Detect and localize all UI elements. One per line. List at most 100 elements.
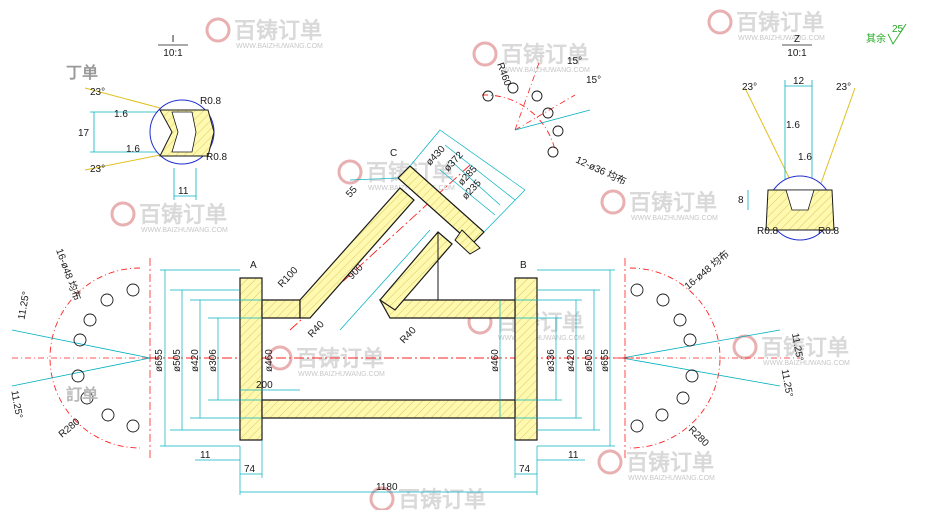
left-diam-460: ø460 bbox=[264, 349, 275, 372]
top-bolt-circle-view: R460 15° 15° 12-ø36 均布 bbox=[481, 56, 628, 188]
watermark-brand: 百铸订单 bbox=[139, 202, 227, 228]
watermark-url: WWW.BAIZHUWANG.COM bbox=[628, 475, 715, 482]
watermark-url: WWW.BAIZHUWANG.COM bbox=[298, 371, 385, 378]
detail-i-radius-bottom: R0.8 bbox=[206, 152, 228, 163]
detail-z-scale: 10:1 bbox=[787, 48, 807, 59]
top-bolt-angle-b: 15° bbox=[586, 75, 601, 86]
finish-note-label: 其余 bbox=[866, 32, 886, 45]
watermark-brand: 百铸订单 bbox=[736, 10, 824, 36]
dim-74-right: 74 bbox=[519, 464, 531, 475]
right-diam-420: ø420 bbox=[566, 349, 577, 372]
right-diam-505: ø505 bbox=[584, 349, 595, 372]
cropped-watermark-fragment: 丁单 bbox=[66, 63, 98, 82]
watermark: 百铸订单 WWW.BAIZHUWANG.COM bbox=[597, 449, 715, 482]
watermark: 百铸订单 WWW.BAIZHUWANG.COM bbox=[110, 201, 228, 234]
watermark-url: WWW.BAIZHUWANG.COM bbox=[763, 360, 850, 367]
watermark: 百铸订单 WWW.BAIZHUWANG.COM bbox=[472, 41, 590, 74]
detail-z-angle-left: 23° bbox=[742, 82, 757, 93]
watermark-brand: 百铸订单 bbox=[626, 450, 714, 476]
watermark-url: WWW.BAIZHUWANG.COM bbox=[141, 227, 228, 234]
watermark-logo-icon bbox=[205, 17, 231, 43]
left-bolt-radius: R280 bbox=[57, 416, 83, 440]
detail-z-radius-left: R0.8 bbox=[757, 226, 779, 237]
watermark: 百铸订单 WWW.BAIZHUWANG.COM bbox=[337, 159, 455, 192]
watermark-logo-icon bbox=[600, 189, 626, 215]
main-body-dimensions: ø430 ø372 ø285 ø235 55 900 R100 R40 R40 … bbox=[154, 144, 611, 493]
dim-11-right: 11 bbox=[568, 450, 579, 461]
watermark-brand: 百铸订单 bbox=[234, 18, 322, 44]
watermark-logo-icon bbox=[110, 201, 136, 227]
left-bolt-angle-a: 11.25° bbox=[17, 291, 33, 321]
detail-z-rough-left: 1.6 bbox=[786, 120, 800, 131]
watermark-url: WWW.BAIZHUWANG.COM bbox=[503, 67, 590, 74]
top-bolt-angle-a: 15° bbox=[567, 56, 582, 67]
left-bolt-angle-b: 11.25° bbox=[8, 390, 24, 420]
section-b-label: B bbox=[520, 260, 527, 271]
right-bolt-holes: 16-ø48 均布 bbox=[682, 248, 731, 292]
watermark-layer: 百铸订单 WWW.BAIZHUWANG.COM 百铸订单 WWW.BAIZHUW… bbox=[110, 9, 850, 513]
watermark-url: WWW.BAIZHUWANG.COM bbox=[498, 335, 585, 342]
watermark-url: WWW.BAIZHUWANG.COM bbox=[738, 35, 825, 42]
detail-z-title: Z bbox=[794, 34, 800, 45]
dim-74-left: 74 bbox=[244, 464, 256, 475]
roughness-symbol-icon bbox=[887, 23, 907, 45]
watermark-brand: 百铸订单 bbox=[629, 190, 717, 216]
watermark-logo-icon bbox=[337, 159, 363, 185]
watermark-logo-icon bbox=[597, 449, 623, 475]
left-bolt-holes: 16-ø48 均布 bbox=[53, 247, 83, 302]
watermark-brand: 百铸订单 bbox=[761, 335, 849, 361]
branch-len55: 55 bbox=[344, 184, 360, 200]
detail-i-view: 23° 23° 17 11 R0.8 R0.8 1.6 1.6 bbox=[78, 87, 228, 200]
cropped-watermark-fragment: 訂单 bbox=[66, 385, 98, 404]
right-diam-336: ø336 bbox=[546, 349, 557, 372]
section-a-label: A bbox=[250, 260, 257, 271]
detail-i-rough-top: 1.6 bbox=[114, 109, 128, 120]
dim-11-left: 11 bbox=[200, 450, 211, 461]
left-diam-655: ø655 bbox=[154, 349, 165, 372]
watermark: 百铸订单 WWW.BAIZHUWANG.COM bbox=[267, 345, 385, 378]
watermark-brand: 百铸订单 bbox=[398, 487, 486, 510]
detail-z-radius-right: R0.8 bbox=[818, 226, 840, 237]
top-bolt-holes: 12-ø36 均布 bbox=[574, 154, 628, 188]
watermark-logo-icon bbox=[732, 334, 758, 360]
branch-r40b: R40 bbox=[398, 325, 419, 346]
watermark: 百铸订单 WWW.BAIZHUWANG.COM bbox=[205, 17, 323, 50]
dim-200: 200 bbox=[256, 380, 273, 391]
detail-z-angle-right: 23° bbox=[836, 82, 851, 93]
view-labels: I 10:1 Z 10:1 其余 25 A B C bbox=[158, 23, 907, 271]
left-diam-306: ø306 bbox=[208, 349, 219, 372]
right-bolt-angle-b: 11.25° bbox=[779, 368, 795, 398]
right-diam-655: ø655 bbox=[600, 349, 611, 372]
section-c-label: C bbox=[390, 148, 397, 159]
left-diam-420: ø420 bbox=[190, 349, 201, 372]
detail-i-rough-bottom: 1.6 bbox=[126, 144, 140, 155]
left-bolt-circle-view: 16-ø48 均布 11.25° 11.25° R280 bbox=[8, 247, 155, 449]
watermark-brand: 百铸订单 bbox=[501, 42, 589, 68]
dim-1180: 1180 bbox=[376, 482, 398, 493]
detail-z-height: 8 bbox=[738, 195, 744, 206]
right-diam-460: ø460 bbox=[490, 349, 501, 372]
detail-i-title: I bbox=[172, 34, 175, 45]
detail-z-view: 23° 12 23° 8 R0.8 R0.8 1.6 1.6 bbox=[738, 76, 856, 241]
watermark-url: WWW.BAIZHUWANG.COM bbox=[236, 43, 323, 50]
right-bolt-angle-a: 11.25° bbox=[789, 332, 805, 362]
watermark-brand: 百铸订单 bbox=[296, 346, 384, 372]
branch-r40a: R40 bbox=[306, 319, 327, 340]
detail-z-rough-right: 1.6 bbox=[798, 152, 812, 163]
finish-note-roughness: 25 bbox=[892, 24, 904, 35]
watermark: 百铸订单 WWW.BAIZHUWANG.COM bbox=[600, 189, 718, 222]
detail-i-height: 17 bbox=[78, 128, 90, 139]
detail-i-width: 11 bbox=[178, 186, 189, 197]
watermark: 百铸订单 WWW.BAIZHUWANG.COM bbox=[707, 9, 825, 42]
left-diam-505: ø505 bbox=[172, 349, 183, 372]
right-bolt-radius: R280 bbox=[686, 424, 711, 449]
detail-i-angle-bottom: 23° bbox=[90, 164, 105, 175]
branch-r100: R100 bbox=[276, 265, 301, 290]
detail-i-radius-top: R0.8 bbox=[200, 96, 222, 107]
watermark-logo-icon bbox=[707, 9, 733, 35]
main-body-section bbox=[149, 129, 640, 495]
detail-i-angle-top: 23° bbox=[90, 87, 105, 98]
watermark-url: WWW.BAIZHUWANG.COM bbox=[631, 215, 718, 222]
